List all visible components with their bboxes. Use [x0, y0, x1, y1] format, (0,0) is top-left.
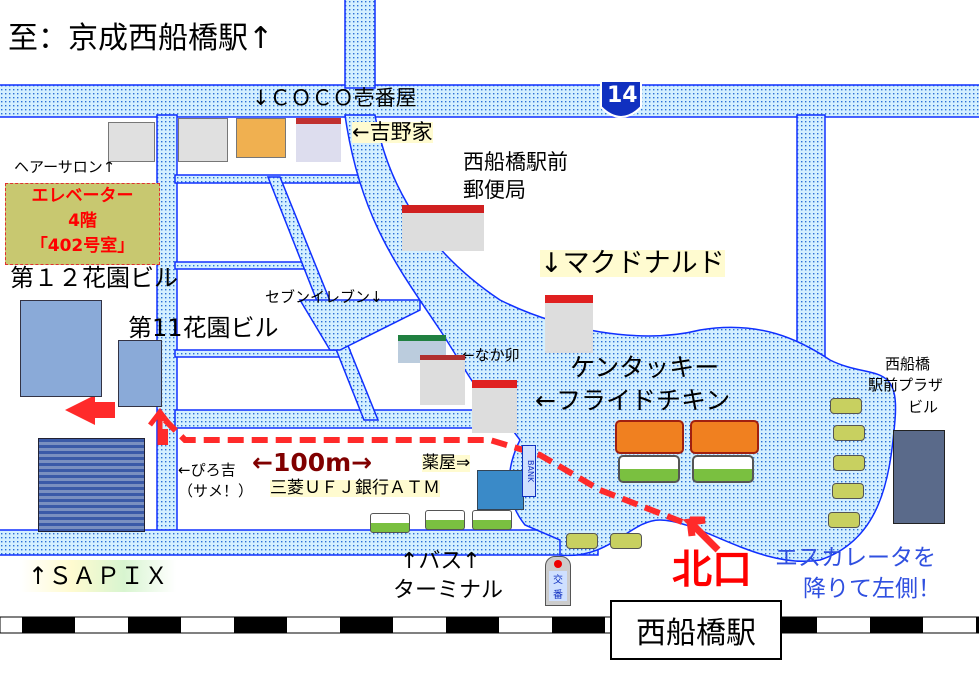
building-icon	[178, 118, 228, 162]
post-office-label-1: 西船橋駅前	[463, 150, 568, 174]
north-exit-label: 北口	[672, 547, 752, 593]
nakau-icon	[420, 355, 465, 405]
sapix-label: ↑ＳＡＰＩＸ	[20, 560, 177, 592]
drugstore-label: 薬屋⇒	[422, 453, 471, 473]
route-turn-arrow	[148, 407, 172, 445]
rail-segment	[234, 617, 287, 633]
nakau-label: ←なか卯	[462, 346, 520, 364]
bus-icon	[370, 513, 410, 533]
rail-segment	[340, 617, 393, 633]
coco-ichibanya-label: ↓ＣＯＣＯ壱番屋	[252, 86, 417, 110]
bus-icon	[690, 420, 759, 454]
hirokichi-label-2: （サメ！）	[178, 482, 254, 500]
elevator-line-3: 「402号室」	[30, 236, 135, 256]
building-12-icon	[20, 300, 102, 397]
taxi-icon	[833, 455, 865, 471]
rail-segment	[870, 617, 923, 633]
route-14-shield-icon: 14	[597, 77, 645, 125]
road-inner-2	[174, 261, 306, 270]
elevator-line-1: エレベーター	[31, 186, 134, 206]
north-exit-arrow-icon	[682, 516, 721, 553]
hirokichi-label-1: ←ぴろ吉	[178, 461, 236, 479]
bus-icon	[425, 510, 465, 530]
koban-icon: 交番	[545, 556, 571, 606]
station-label: 西船橋駅	[636, 616, 756, 651]
shop-icon	[236, 118, 286, 158]
post-office-icon	[402, 205, 484, 251]
road-inner-3	[174, 349, 351, 358]
building-12-label: 第１２花園ビル	[10, 264, 178, 292]
taxi-icon	[828, 512, 860, 528]
bus-terminal-label-2: ターミナル	[393, 578, 504, 603]
atm-label: 三菱ＵＦＪ銀行ＡＴＭ	[270, 478, 440, 498]
yoshinoya-label: ←吉野家	[352, 120, 433, 144]
bus-icon	[615, 420, 684, 454]
road-right	[796, 114, 826, 366]
destination-label: 至：京成西船橋駅↑	[8, 21, 274, 56]
plaza-building-icon	[893, 430, 945, 524]
mcdonalds-label: ↓マクドナルド	[540, 248, 725, 279]
bus-icon	[618, 455, 680, 483]
road-bottom	[0, 529, 599, 556]
railway	[0, 616, 979, 634]
yoshinoya-shop-icon	[296, 118, 341, 162]
taxi-icon	[833, 425, 865, 441]
kfc-label-2: ←フライドチキン	[535, 386, 731, 415]
building-11-label: 第11花園ビル	[128, 314, 279, 342]
kfc-icon	[472, 380, 517, 433]
mcdonalds-icon	[545, 295, 593, 353]
bank-sign: BANK	[522, 445, 536, 497]
road-diagonal-2	[298, 299, 421, 351]
taxi-icon	[832, 483, 864, 499]
distance-label: ←100m→	[252, 448, 373, 477]
road-top	[0, 84, 979, 118]
bus-terminal-label-1: ↑バス↑	[400, 549, 481, 574]
koban-label: 交番	[549, 571, 567, 601]
rail-segment	[22, 617, 75, 633]
plaza-label-3: ビル	[908, 398, 939, 416]
bank-building-icon	[477, 470, 524, 510]
entrance-arrow-icon	[65, 395, 115, 425]
post-office-label-2: 郵便局	[463, 178, 526, 202]
escalator-note-1: エスカレータを	[775, 545, 936, 571]
rail-segment	[976, 617, 979, 633]
road-inner-4	[174, 409, 506, 429]
road-inner-1	[174, 174, 361, 184]
office-tower-icon	[38, 438, 145, 532]
seven-eleven-label: セブンイレブン↓	[265, 288, 383, 306]
kfc-label-1: ケンタッキー	[570, 353, 720, 382]
taxi-icon	[610, 533, 642, 549]
bus-icon	[692, 455, 754, 483]
taxi-icon	[830, 398, 862, 414]
building-11-icon	[118, 340, 162, 407]
rail-segment	[128, 617, 181, 633]
plaza-label-1: 西船橋	[885, 355, 931, 373]
building-icon	[108, 122, 155, 162]
station-box: 西船橋駅	[610, 600, 782, 660]
elevator-line-2: 4階	[68, 211, 97, 231]
bus-icon	[472, 510, 512, 530]
elevator-info-box: エレベーター 4階 「402号室」	[5, 183, 160, 265]
route-number: 14	[607, 83, 638, 108]
rail-segment	[552, 617, 605, 633]
plaza-label-2: 駅前プラザ	[868, 376, 944, 394]
taxi-icon	[566, 533, 598, 549]
rail-segment	[446, 617, 499, 633]
road-north	[344, 0, 376, 89]
hair-salon-label: ヘアーサロン↑	[14, 158, 116, 176]
escalator-note-2: 降りて左側！	[803, 576, 941, 602]
